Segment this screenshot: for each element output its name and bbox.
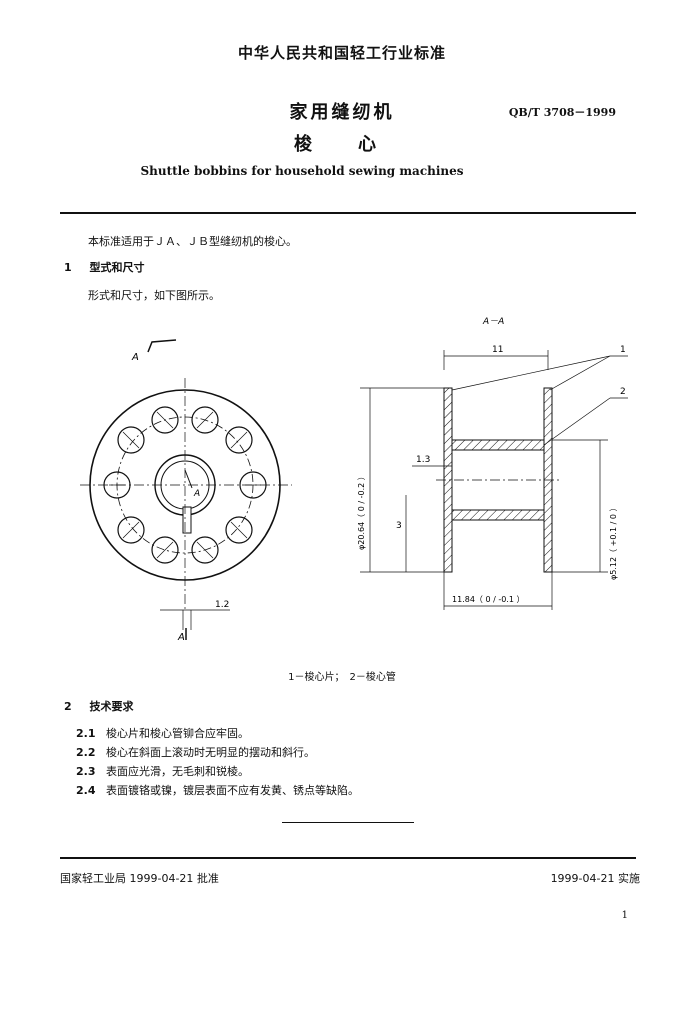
section-arrow-top xyxy=(147,339,177,353)
header-divider xyxy=(60,212,636,214)
leader-label-2: 2 xyxy=(620,387,626,397)
figure-caption: 1－梭心片； 2－梭心管 xyxy=(288,672,396,683)
dim-1-3: 1.3 xyxy=(416,455,430,465)
requirement-2-3: 2.3 表面应光滑，无毛刺和锐棱。 xyxy=(76,763,249,779)
requirement-text: 表面镀铬或镍，镀层表面不应有发黄、锈点等缺陷。 xyxy=(106,784,359,797)
dim-inner-diameter: φ5.12（ +0.1 / 0 ） xyxy=(609,504,618,580)
dim-3: 3 xyxy=(396,521,402,531)
section-1-title: 型式和尺寸 xyxy=(89,261,145,274)
section-1-text: 形式和尺寸，如下图所示。 xyxy=(88,289,220,302)
dim-1-2: 1.2 xyxy=(215,600,229,610)
label-a-center: A xyxy=(193,489,200,499)
document-subtitle: 梭 心 xyxy=(294,134,390,155)
section-label: A－A xyxy=(482,317,504,327)
leader-1b xyxy=(549,355,611,391)
standard-body-title: 中华人民共和国轻工行业标准 xyxy=(237,44,446,62)
leader-1a xyxy=(451,355,611,391)
bobbin-drawing: A A xyxy=(80,317,628,643)
leader-label-1: 1 xyxy=(620,345,626,355)
english-title: Shuttle bobbins for household sewing mac… xyxy=(140,164,464,178)
approval-line: 国家轻工业局 1999-04-21 批准 xyxy=(60,872,219,885)
requirement-text: 梭心片和梭心管铆合应牢固。 xyxy=(106,727,249,740)
dim-length: 11.84（ 0 / -0.1 ） xyxy=(452,595,524,604)
section-1-heading: 1 型式和尺寸 xyxy=(64,259,145,275)
requirement-number: 2.1 xyxy=(76,727,96,740)
document-title: 家用缝纫机 xyxy=(289,102,395,123)
view-arrow xyxy=(184,469,193,489)
section-1-number: 1 xyxy=(64,261,72,274)
requirement-number: 2.4 xyxy=(76,784,96,797)
tube-bottom xyxy=(451,509,545,521)
footer-divider xyxy=(60,857,636,859)
requirement-2-4: 2.4 表面镀铬或镍，镀层表面不应有发黄、锈点等缺陷。 xyxy=(76,782,359,798)
bobbin-holes xyxy=(103,406,267,564)
tube-top xyxy=(451,439,545,451)
label-a-bottom: A xyxy=(177,632,185,643)
requirement-number: 2.3 xyxy=(76,765,96,778)
end-rule xyxy=(282,822,414,823)
section-2-number: 2 xyxy=(64,700,72,713)
requirement-text: 表面应光滑，无毛刺和锐棱。 xyxy=(106,765,249,778)
effective-line: 1999-04-21 实施 xyxy=(550,872,640,885)
intro-paragraph: 本标准适用于ＪＡ、ＪＢ型缝纫机的梭心。 xyxy=(88,235,297,248)
requirement-2-2: 2.2 梭心在斜面上滚动时无明显的摆动和斜行。 xyxy=(76,744,315,760)
standard-code: QB/T 3708－1999 xyxy=(508,106,616,119)
requirement-2-1: 2.1 梭心片和梭心管铆合应牢固。 xyxy=(76,725,249,741)
requirement-text: 梭心在斜面上滚动时无明显的摆动和斜行。 xyxy=(106,746,315,759)
front-view: A A xyxy=(80,339,292,643)
dim-11: 11 xyxy=(492,345,503,355)
dim-outer-diameter: φ20.64（ 0 / -0.2 ） xyxy=(357,472,366,550)
label-a-top: A xyxy=(131,352,139,363)
leader-2 xyxy=(543,397,611,446)
page-number: 1 xyxy=(621,910,628,921)
section-2-heading: 2 技术要求 xyxy=(64,698,134,714)
section-view: A－A 11 φ20.64（ 0 / -0.2 ） 1.3 3 φ5.12（ +… xyxy=(357,317,628,610)
requirement-number: 2.2 xyxy=(76,746,96,759)
bore-slot xyxy=(182,506,192,534)
section-2-title: 技术要求 xyxy=(89,700,134,713)
